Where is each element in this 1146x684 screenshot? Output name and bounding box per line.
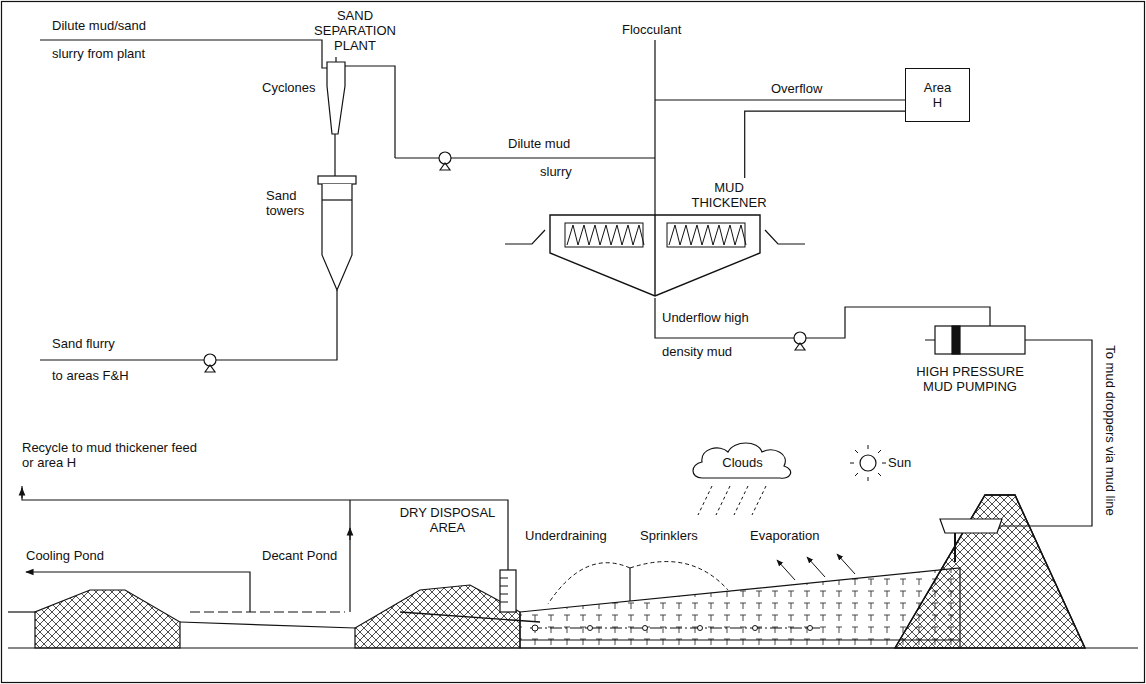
diagram-label: Underflow high bbox=[662, 310, 749, 325]
diagram-label: Cooling Pond bbox=[26, 548, 104, 563]
diagram-label: Evaporation bbox=[750, 528, 819, 543]
diagram-label: Sun bbox=[888, 455, 911, 470]
thickener-tank: MUD THICKENER bbox=[540, 178, 770, 298]
diagram-label: Sand towers bbox=[266, 188, 316, 218]
area-box: Area H bbox=[905, 68, 970, 122]
diagram-label: Dilute mud/sand bbox=[52, 18, 146, 33]
diagram-label: Decant Pond bbox=[262, 548, 337, 563]
diagram-label: Sprinklers bbox=[640, 528, 698, 543]
line-label: Overflow bbox=[771, 81, 822, 96]
diagram-label: Sand flurry bbox=[52, 336, 115, 351]
diagram-label: DRY DISPOSAL AREA bbox=[395, 505, 500, 535]
diagram-label: Dilute mud bbox=[508, 136, 570, 151]
node-text: Clouds bbox=[690, 455, 795, 470]
process-line bbox=[745, 111, 905, 178]
diagram-label: slurry bbox=[540, 164, 572, 179]
diagram-label: To mud droppers via mud line bbox=[1103, 331, 1118, 531]
diagram-label: Recycle to mud thickener feed or area H bbox=[22, 440, 207, 470]
node-text: Area H bbox=[918, 80, 958, 110]
cloud-shape: Clouds bbox=[690, 440, 795, 482]
diagram-label: slurry from plant bbox=[52, 46, 145, 61]
diagram-label: Underdraining bbox=[525, 528, 607, 543]
diagram-label: Cyclones bbox=[262, 80, 315, 95]
diagram-label: to areas F&H bbox=[52, 368, 129, 383]
diagram-label: density mud bbox=[662, 344, 732, 359]
diagram-label: Flocculant bbox=[622, 22, 681, 37]
diagram-label: HIGH PRESSURE MUD PUMPING bbox=[905, 364, 1035, 394]
diagram-label: SAND SEPARATION PLANT bbox=[305, 8, 405, 53]
unit-heading: MUD THICKENER bbox=[688, 180, 770, 210]
